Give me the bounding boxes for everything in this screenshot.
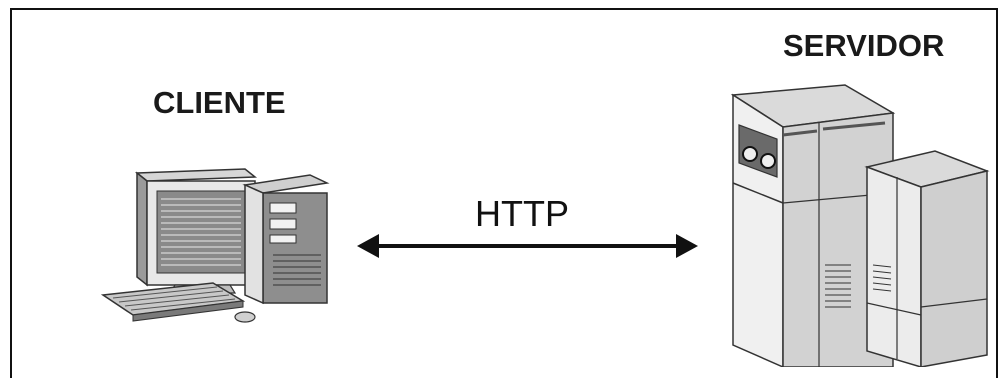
server-rack-icon — [730, 84, 990, 367]
http-double-arrow — [357, 234, 698, 258]
protocol-label: HTTP — [475, 193, 569, 234]
server-cabinet-large-icon — [730, 84, 896, 367]
arrow-head-right-icon — [676, 234, 698, 258]
server-cabinet-small-icon — [864, 150, 990, 367]
desktop-computer-icon — [100, 168, 330, 323]
server-label: SERVIDOR — [783, 28, 945, 63]
diagram-frame — [10, 8, 998, 378]
client-label: CLIENTE — [153, 85, 286, 120]
monitor-icon — [134, 168, 258, 294]
arrow-head-left-icon — [357, 234, 379, 258]
keyboard-icon — [100, 282, 246, 322]
tower-icon — [242, 174, 330, 305]
mouse-icon — [234, 311, 256, 323]
